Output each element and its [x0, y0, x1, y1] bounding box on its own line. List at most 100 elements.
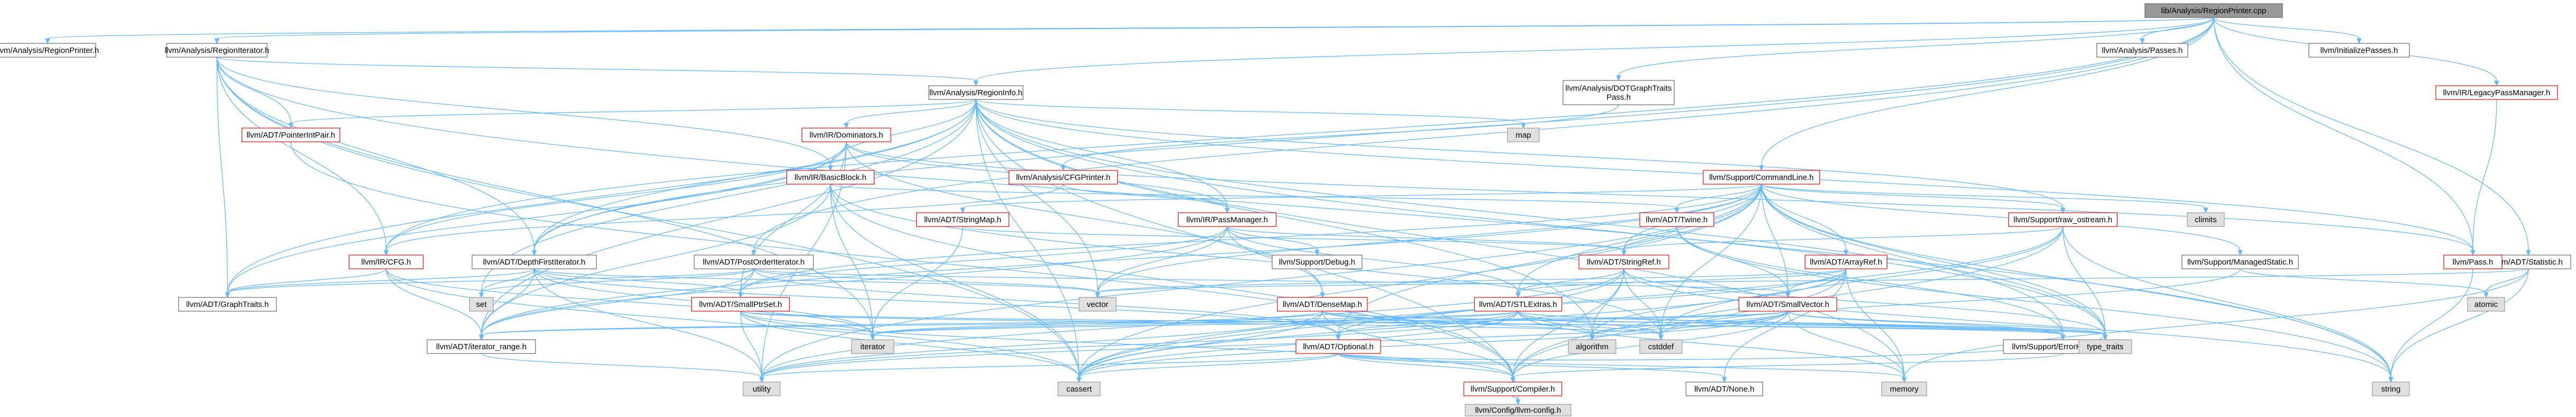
node-optional-h[interactable]: llvm/ADT/Optional.h: [1295, 339, 1381, 354]
edge-line: [2213, 17, 2473, 251]
node-label: atomic: [2474, 300, 2498, 309]
edge-line: [975, 99, 2063, 208]
node-label: cstddef: [1648, 342, 1674, 351]
node-pass-h[interactable]: llvm/Pass.h: [2443, 255, 2502, 269]
node-dfiterator-h[interactable]: llvm/ADT/DepthFirstIterator.h: [471, 255, 597, 269]
edge-line: [481, 353, 762, 378]
node-box: [1738, 297, 1838, 312]
node-cfg-h[interactable]: llvm/IR/CFG.h: [349, 255, 424, 269]
edge-line: [1338, 353, 1725, 378]
edge-line: [216, 17, 2214, 39]
node-cstddef[interactable]: cstddef: [1639, 339, 1683, 354]
node-set[interactable]: set: [469, 297, 494, 312]
node-graphtraits-h[interactable]: llvm/ADT/GraphTraits.h: [178, 297, 277, 312]
edge-line: [1676, 226, 2063, 336]
node-cassert[interactable]: cassert: [1057, 382, 1101, 396]
node-commandline-h[interactable]: llvm/Support/CommandLine.h: [1703, 170, 1820, 185]
node-string[interactable]: string: [2372, 382, 2410, 396]
node-box: [1563, 80, 1675, 105]
edge-passmanager_h-to-debug_h: [1227, 226, 1320, 256]
node-label: llvm/ADT/Optional.h: [1303, 342, 1373, 351]
node-densemap-h[interactable]: llvm/ADT/DenseMap.h: [1277, 297, 1368, 312]
edge-line: [830, 184, 1677, 208]
node-regionprinter-h[interactable]: llvm/Analysis/RegionPrinter.h: [0, 43, 99, 58]
node-vector[interactable]: vector: [1079, 297, 1117, 312]
edge-line: [1787, 311, 1905, 378]
edge-line: [2062, 226, 2391, 378]
edge-line: [830, 184, 1513, 378]
edge-arrowhead: [960, 207, 965, 214]
node-passes-h[interactable]: llvm/Analysis/Passes.h: [2096, 43, 2188, 58]
node-stringref-h[interactable]: llvm/ADT/StringRef.h: [1578, 255, 1669, 269]
edge-root-to-dotgraph_h: [1616, 17, 2214, 81]
edge-line: [1761, 17, 2214, 166]
edge-root-to-poiterator_h: [751, 17, 2214, 256]
node-label: type_traits: [2087, 342, 2123, 351]
node-root[interactable]: lib/Analysis/RegionPrinter.cpp: [2144, 3, 2283, 18]
node-box: [2187, 212, 2225, 227]
node-poiterator-h[interactable]: llvm/ADT/PostOrderIterator.h: [693, 255, 814, 269]
edge-line: [975, 99, 1228, 208]
node-regioninfo-h[interactable]: llvm/Analysis/RegionInfo.h: [928, 85, 1024, 100]
node-label: memory: [1890, 385, 1919, 394]
edge-stlextras_h-to-iterator: [870, 311, 1519, 341]
node-raw-ostream-h[interactable]: llvm/Support/raw_ostream.h: [2008, 212, 2118, 227]
node-box: [166, 43, 268, 58]
node-config-h[interactable]: llvm/Config/llvm-config.h: [1465, 404, 1572, 416]
node-managedstatic-h[interactable]: llvm/Support/ManagedStatic.h: [2181, 255, 2299, 269]
node-label: algorithm: [1576, 342, 1609, 351]
node-pointerintpair-h[interactable]: llvm/ADT/PointerIntPair.h: [241, 128, 341, 142]
edge-root-to-dfiterator_h: [532, 17, 2214, 256]
node-regioniterator-h[interactable]: llvm/Analysis/RegionIterator.h: [165, 43, 269, 58]
node-atomic[interactable]: atomic: [2467, 297, 2505, 312]
node-passmanager-h[interactable]: llvm/IR/PassManager.h: [1177, 212, 1277, 227]
node-cfgprinter-h[interactable]: llvm/Analysis/CFGPrinter.h: [1008, 170, 1118, 185]
edge-errorhandling_h-to-compiler_h: [1510, 353, 2063, 383]
node-stlextras-h[interactable]: llvm/ADT/STLExtras.h: [1474, 297, 1563, 312]
node-memory[interactable]: memory: [1881, 382, 1928, 396]
node-climits[interactable]: climits: [2187, 212, 2225, 227]
edge-line: [1097, 226, 1228, 293]
edge-line: [1761, 184, 2391, 378]
edge-cfg_h-to-iterator_range_h: [386, 268, 484, 341]
node-iterator-range-h[interactable]: llvm/ADT/iterator_range.h: [426, 339, 536, 354]
node-debug-h[interactable]: llvm/Support/Debug.h: [1272, 255, 1363, 269]
node-label: llvm/ADT/iterator_range.h: [436, 342, 527, 351]
edge-line: [1079, 353, 1339, 378]
node-basicblock-h[interactable]: llvm/IR/BasicBlock.h: [786, 170, 875, 185]
node-iterator[interactable]: iterator: [851, 339, 894, 354]
node-box: [916, 212, 1010, 227]
node-box: [2308, 43, 2410, 58]
edge-regioniterator_h-to-regioninfo_h: [216, 57, 979, 87]
edge-line: [1660, 184, 1762, 336]
edge-commandline_h-to-twine_h: [1674, 184, 1762, 214]
node-utility[interactable]: utility: [743, 382, 781, 396]
node-initpasses-h[interactable]: llvm/InitializePasses.h: [2308, 43, 2410, 58]
node-none-h[interactable]: llvm/ADT/None.h: [1685, 382, 1764, 396]
edge-line: [2240, 268, 2487, 293]
node-arrayref-h[interactable]: llvm/ADT/ArrayRef.h: [1804, 255, 1888, 269]
edge-poiterator_h-to-set: [479, 268, 754, 298]
node-legacypm-h[interactable]: llvm/IR/LegacyPassManager.h: [2435, 85, 2558, 100]
node-smallvector-h[interactable]: llvm/ADT/SmallVector.h: [1738, 297, 1838, 312]
node-stringmap-h[interactable]: llvm/ADT/StringMap.h: [916, 212, 1010, 227]
node-twine-h[interactable]: llvm/ADT/Twine.h: [1639, 212, 1714, 227]
node-smallptrset-h[interactable]: llvm/ADT/SmallPtrSet.h: [691, 297, 790, 312]
edge-line: [1322, 311, 2106, 336]
node-map[interactable]: map: [1507, 128, 1540, 142]
edge-line: [1518, 311, 2106, 336]
node-algorithm[interactable]: algorithm: [1568, 339, 1616, 354]
node-type-traits[interactable]: type_traits: [2078, 339, 2132, 354]
edge-regioniterator_h-to-pointerintpair_h: [216, 57, 294, 129]
node-compiler-h[interactable]: llvm/Support/Compiler.h: [1463, 382, 1563, 396]
edge-arrowhead: [479, 292, 484, 298]
edge-line: [534, 17, 2214, 251]
edge-line: [1063, 104, 1619, 166]
edge-dotgraph_h-to-cfgprinter_h: [1061, 104, 1619, 171]
edge-arrowhead: [1314, 250, 1320, 256]
edge-pass_h-to-string: [2388, 268, 2473, 383]
node-label: llvm/Support/CommandLine.h: [1709, 173, 1814, 182]
node-dominators-h[interactable]: llvm/IR/Dominators.h: [801, 128, 891, 142]
edge-line: [386, 184, 1064, 251]
